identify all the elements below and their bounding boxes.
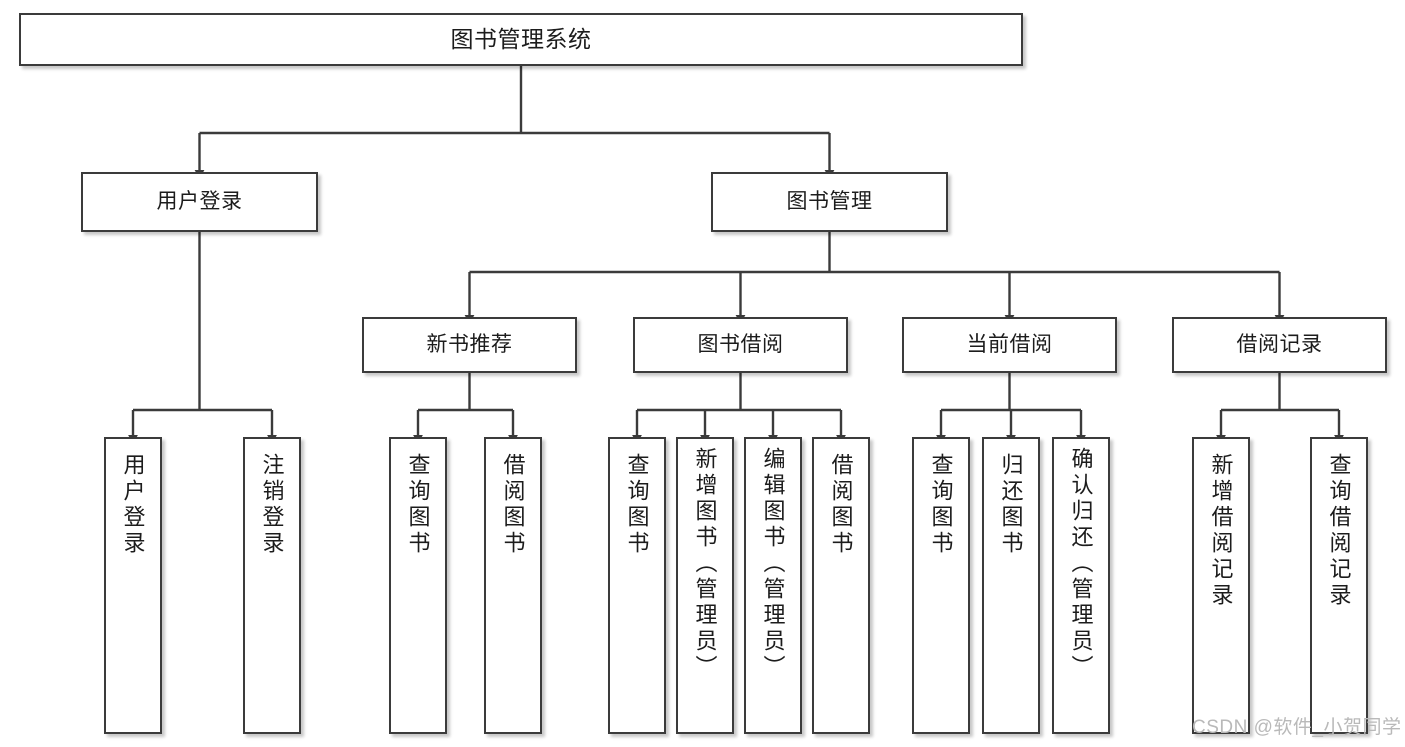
node-label-l-login-1: 用户登录 xyxy=(120,453,146,557)
node-label-l-rec-1: 新增借阅记录 xyxy=(1208,453,1234,609)
node-box-l-bor-1: 查询图书 xyxy=(608,437,666,734)
node-label-login: 用户登录 xyxy=(156,190,243,214)
node-label-records: 借阅记录 xyxy=(1236,333,1323,357)
node-box-borrow: 图书借阅 xyxy=(633,317,848,373)
node-box-current: 当前借阅 xyxy=(902,317,1117,373)
node-label-l-new-2: 借阅图书 xyxy=(500,453,526,557)
node-box-l-new-1: 查询图书 xyxy=(389,437,447,734)
node-box-l-bor-4: 借阅图书 xyxy=(812,437,870,734)
node-label-current: 当前借阅 xyxy=(966,333,1053,357)
node-box-l-login-1: 用户登录 xyxy=(104,437,162,734)
node-label-bookmgmt: 图书管理 xyxy=(786,190,873,214)
node-label-l-cur-3: 确认归还（管理员） xyxy=(1068,447,1094,681)
node-box-l-bor-3: 编辑图书（管理员） xyxy=(744,437,802,734)
node-box-newbook: 新书推荐 xyxy=(362,317,577,373)
node-box-bookmgmt: 图书管理 xyxy=(711,172,948,232)
node-box-l-new-2: 借阅图书 xyxy=(484,437,542,734)
edge-group xyxy=(128,66,1344,444)
node-label-l-cur-1: 查询图书 xyxy=(928,453,954,557)
node-label-newbook: 新书推荐 xyxy=(426,333,513,357)
node-label-borrow: 图书借阅 xyxy=(697,333,784,357)
node-label-l-bor-1: 查询图书 xyxy=(624,453,650,557)
node-box-l-cur-2: 归还图书 xyxy=(982,437,1040,734)
node-box-l-cur-1: 查询图书 xyxy=(912,437,970,734)
node-box-records: 借阅记录 xyxy=(1172,317,1387,373)
node-label-l-login-2: 注销登录 xyxy=(259,453,285,557)
node-label-l-cur-2: 归还图书 xyxy=(998,453,1024,557)
node-box-l-cur-3: 确认归还（管理员） xyxy=(1052,437,1110,734)
node-label-l-rec-2: 查询借阅记录 xyxy=(1326,453,1352,609)
node-label-l-bor-3: 编辑图书（管理员） xyxy=(760,447,786,681)
node-box-login: 用户登录 xyxy=(81,172,318,232)
node-label-l-bor-2: 新增图书（管理员） xyxy=(692,447,718,681)
node-label-root: 图书管理系统 xyxy=(450,25,592,52)
node-label-l-new-1: 查询图书 xyxy=(405,453,431,557)
node-box-l-rec-1: 新增借阅记录 xyxy=(1192,437,1250,734)
node-box-l-login-2: 注销登录 xyxy=(243,437,301,734)
node-label-l-bor-4: 借阅图书 xyxy=(828,453,854,557)
node-box-l-rec-2: 查询借阅记录 xyxy=(1310,437,1368,734)
node-box-root: 图书管理系统 xyxy=(19,13,1023,66)
node-box-l-bor-2: 新增图书（管理员） xyxy=(676,437,734,734)
